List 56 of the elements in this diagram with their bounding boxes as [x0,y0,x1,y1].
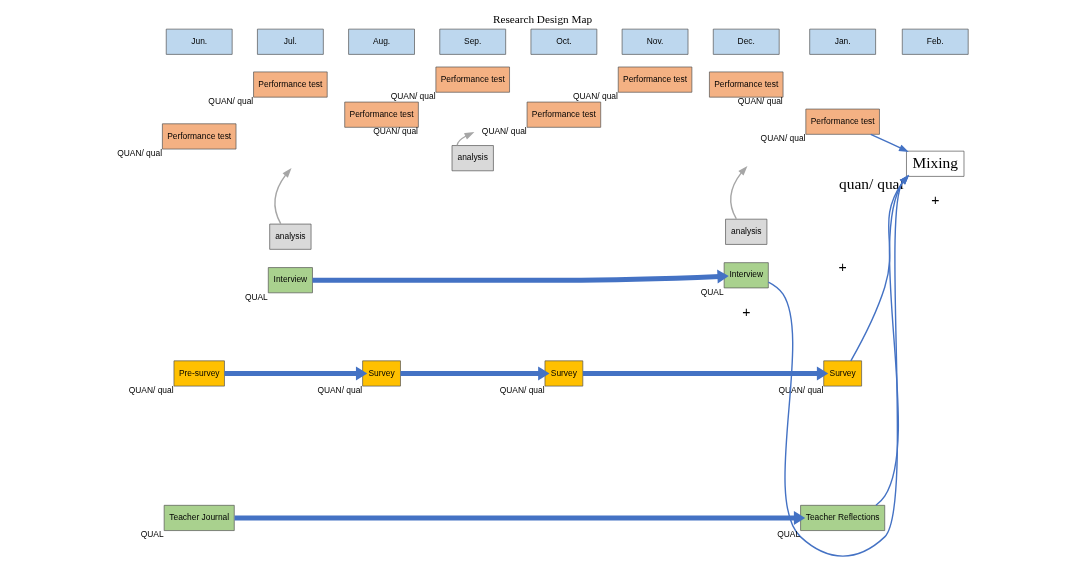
node-box: Performance test [617,66,693,93]
arrow [870,133,909,152]
label: + [931,192,940,209]
arrow [274,167,292,225]
node-box: Interview [267,267,313,294]
node-label: QUAL [244,291,268,302]
node-label: QUAN/ qual [737,95,783,106]
node-label: QUAL [140,529,164,540]
node-box: Jan. [809,28,876,55]
node-box: Mixing [906,150,965,177]
node-box: analysis [451,145,494,172]
node-box: Performance test [805,108,880,135]
node-label: QUAN/ qual [128,384,174,395]
node-label: QUAN/ qual [373,126,419,137]
arrow [224,366,368,381]
node-box: Teacher Reflections [800,504,886,531]
node-box: Dec. [712,28,780,55]
node-box: Survey [823,360,862,387]
node-box: Survey [362,360,401,387]
diagram-title: Research Design Map [492,12,593,25]
node-label: QUAL [700,286,724,297]
node-label: QUAN/ qual [390,90,436,101]
node-label: QUAN/ qual [760,133,806,144]
label: + [838,258,847,275]
node-box: Performance test [709,71,784,98]
arrow [583,366,829,381]
node-box: Sep. [439,28,507,55]
node-label: QUAN/ qual [573,90,618,101]
node-label: QUAN/ qual [499,384,545,395]
node-box: Oct. [530,28,598,55]
node-box: Nov. [621,28,689,55]
node-box: Teacher Journal [163,504,235,531]
node-box: Aug. [348,28,415,55]
node-box: Jun. [165,28,233,55]
node-box: Survey [544,360,584,387]
arrow [234,510,806,525]
node-label: QUAN/ qual [117,147,163,158]
arrow [312,269,729,284]
node-label: QUAL [777,529,801,540]
node-box: Performance test [344,101,419,128]
node-box: Performance test [162,123,237,150]
node-box: Interview [723,262,769,289]
label: + [742,303,751,320]
node-box: Performance test [435,66,510,93]
node-box: Feb. [901,28,969,55]
node-box: Performance test [526,101,602,128]
node-label: QUAN/ qual [208,95,254,106]
node-box: analysis [269,223,312,250]
node-label: QUAN/ qual [317,384,363,395]
arrow [400,366,550,381]
node-box: Jul. [257,28,324,55]
node-box: analysis [725,218,768,245]
arrow [730,165,748,220]
node-box: Pre-survey [173,360,225,387]
node-label: QUAN/ qual [481,126,527,137]
node-box: Performance test [253,71,328,98]
